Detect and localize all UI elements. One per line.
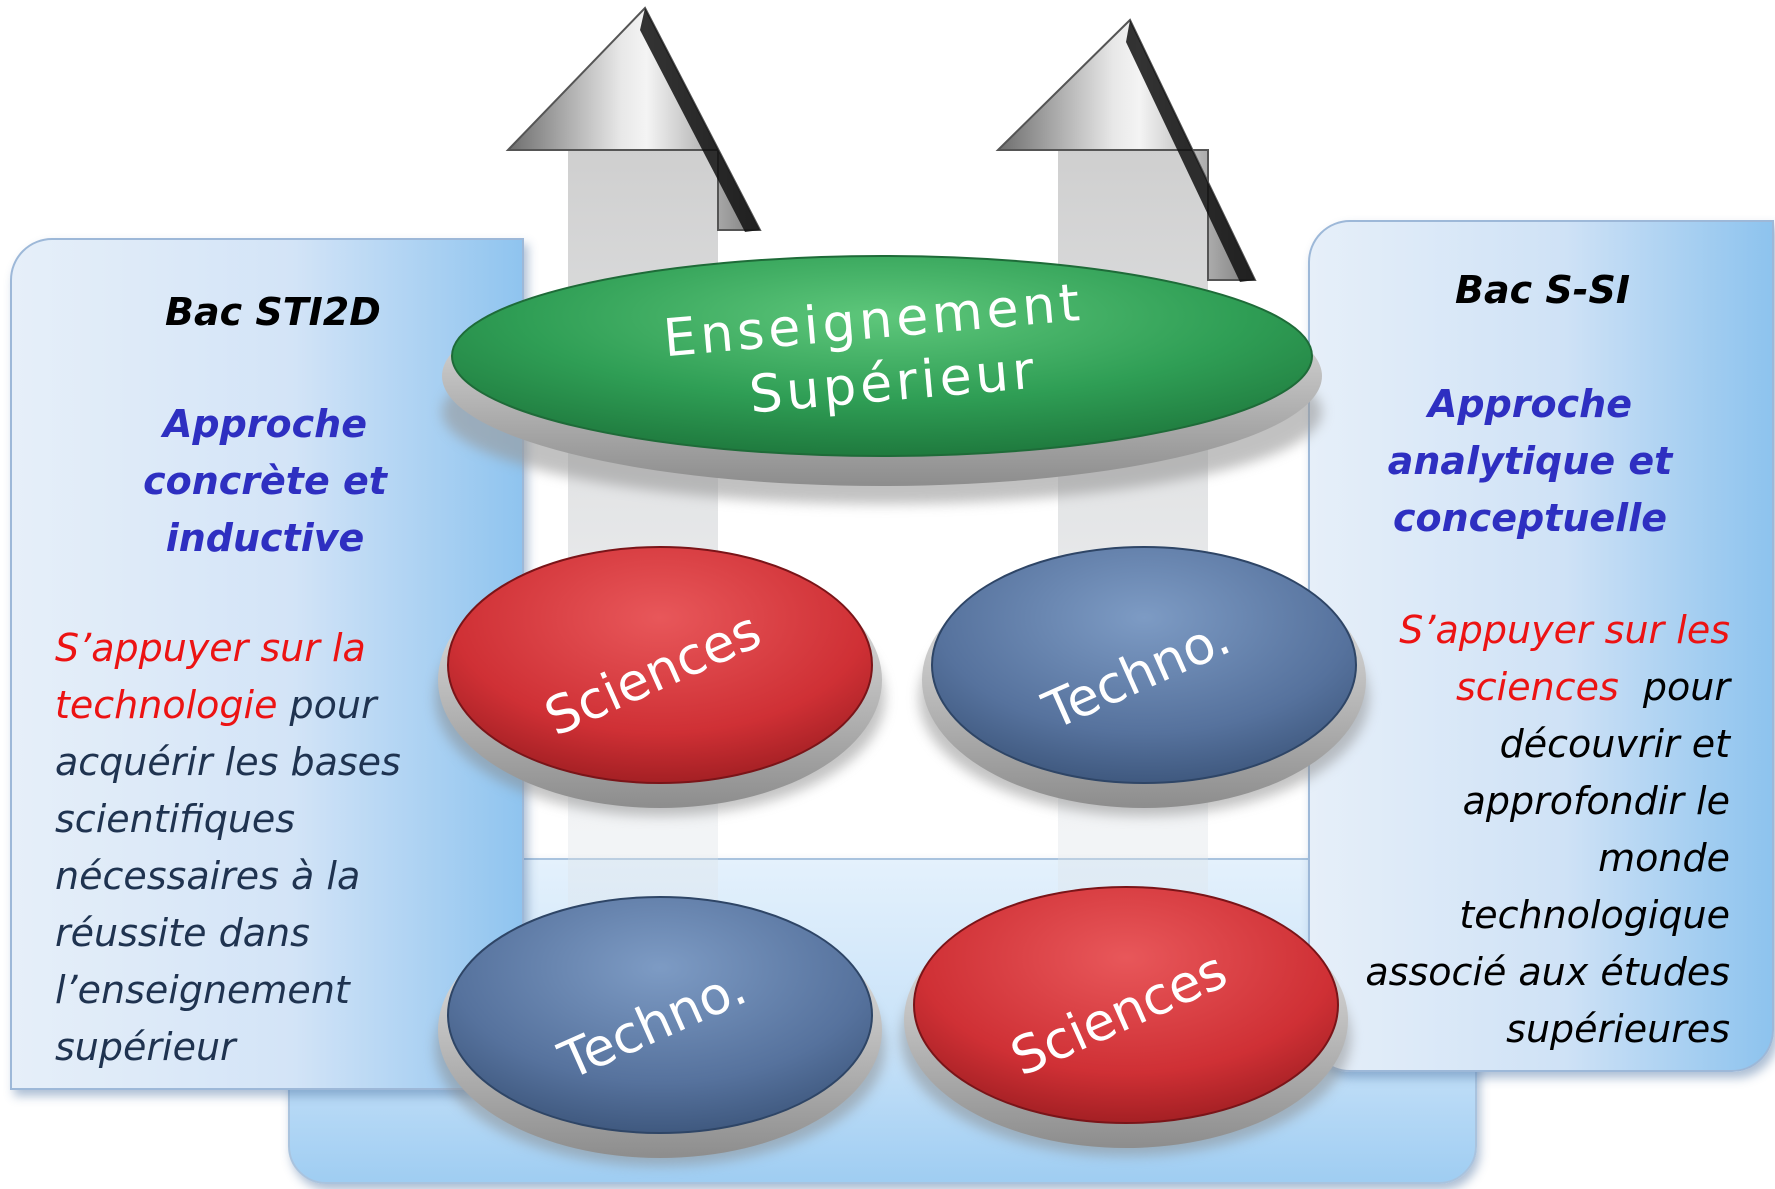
- approach-line: concrète et: [143, 459, 387, 503]
- desc-line: acquérir les bases: [55, 740, 401, 784]
- left-approach-text: Approche concrète et inductive: [140, 396, 390, 567]
- desc-word: pour: [1642, 665, 1730, 709]
- desc-line: découvrir et: [1499, 722, 1730, 766]
- right-description: S’appuyer sur les sciences pour découvri…: [1340, 602, 1730, 1058]
- left-panel: [10, 238, 524, 1090]
- desc-line: scientifiques: [55, 797, 296, 841]
- approach-line: inductive: [165, 516, 365, 560]
- left-panel-title: Bac STI2D: [165, 290, 381, 334]
- desc-mixed-line: technologie pour: [55, 677, 455, 734]
- desc-line: approfondir le: [1462, 779, 1730, 823]
- desc-line: supérieur: [55, 1025, 236, 1069]
- desc-red-line: S’appuyer sur la: [55, 626, 366, 670]
- desc-red-line: S’appuyer sur les: [1399, 608, 1730, 652]
- approach-line: Approche: [1427, 382, 1632, 426]
- approach-line: analytique et: [1387, 439, 1673, 483]
- desc-line: nécessaires à la: [55, 854, 361, 898]
- desc-red-word: technologie: [55, 683, 278, 727]
- right-approach-text: Approche analytique et conceptuelle: [1380, 376, 1680, 547]
- desc-line: monde: [1598, 836, 1730, 880]
- desc-line: l’enseignement: [55, 968, 350, 1012]
- desc-mixed-line: sciences pour: [1340, 659, 1730, 716]
- desc-line: associé aux études: [1365, 950, 1730, 994]
- left-description: S’appuyer sur la technologie pour acquér…: [55, 620, 455, 1076]
- desc-line: supérieures: [1506, 1007, 1730, 1051]
- desc-line: technologique: [1459, 893, 1730, 937]
- approach-line: conceptuelle: [1393, 496, 1667, 540]
- approach-line: Approche: [162, 402, 367, 446]
- right-panel-title: Bac S-SI: [1455, 268, 1631, 312]
- disc-sciences-bottom-right: Sciences: [901, 886, 1351, 1156]
- disc-techno-bottom-left: Techno.: [435, 896, 885, 1166]
- right-panel: [1308, 220, 1774, 1072]
- higher-education-ellipse: Enseignement Supérieur: [442, 255, 1322, 504]
- disc-techno-top-right: Techno.: [919, 546, 1369, 816]
- disc-sciences-top-left: Sciences: [435, 546, 885, 816]
- desc-red-word: sciences: [1455, 665, 1619, 709]
- desc-word: pour: [289, 683, 377, 727]
- desc-line: réussite dans: [55, 911, 310, 955]
